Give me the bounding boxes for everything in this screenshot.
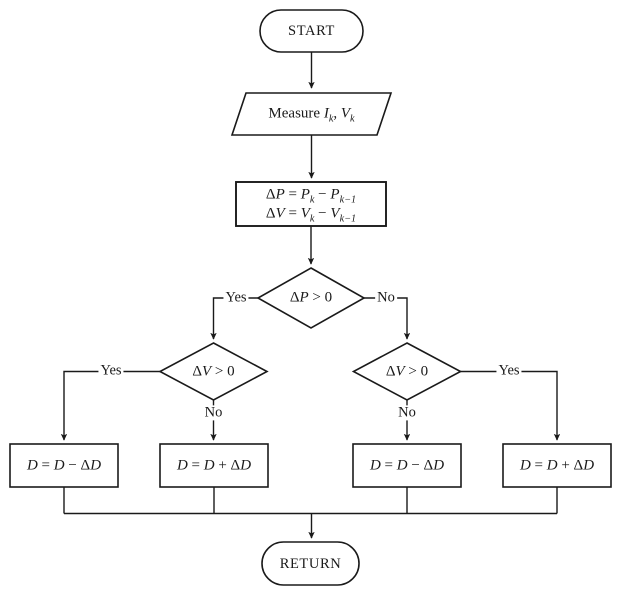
edge-dv-right-yes-to-increase	[460, 370, 561, 441]
delta-update-line1: ΔP = Pk − Pk−1	[265, 186, 357, 206]
measure-label: Measure Ik, Vk	[268, 105, 355, 125]
dv-left-yes-label: Yes	[98, 362, 124, 379]
action-increase-far-right-shape	[502, 443, 612, 488]
edge-dv-left-yes-to-decrease	[60, 370, 160, 441]
decision-dv-left-shape	[158, 342, 269, 401]
return-label: RETURN	[279, 555, 342, 572]
start-node-shape	[259, 9, 364, 53]
delta-update-process-shape	[235, 181, 387, 227]
action-increase-mid-left-shape	[159, 443, 269, 488]
return-node-shape	[261, 541, 360, 586]
dp-no-label: No	[375, 288, 397, 306]
node-shapes	[9, 9, 612, 586]
action-decrease-mid-right-label: D = D − ΔD	[369, 457, 445, 474]
action-decrease-far-left-shape	[9, 443, 119, 488]
dp-yes-label: Yes	[223, 288, 249, 306]
decision-dv-right-label: ΔV > 0	[385, 363, 429, 380]
dv-right-no-label: No	[396, 403, 418, 421]
measure-io-shape	[230, 92, 393, 136]
decision-dp-label: ΔP > 0	[289, 289, 333, 306]
decision-dv-right-shape	[351, 342, 463, 401]
delta-update-line2: ΔV = Vk − Vk−1	[265, 205, 357, 224]
action-decrease-mid-right-shape	[352, 443, 462, 488]
dv-left-no-label: No	[202, 403, 225, 421]
decision-dv-left-label: ΔV > 0	[192, 363, 235, 380]
delta-update-label: ΔP = Pk − Pk−1 ΔV = Vk − Vk−1	[266, 185, 356, 223]
decision-dp-shape	[256, 267, 366, 329]
dv-right-yes-label: Yes	[496, 362, 522, 379]
action-increase-mid-left-label: D = D + ΔD	[176, 457, 252, 474]
action-decrease-far-left-label: D = D − ΔD	[26, 457, 102, 474]
action-increase-far-right-label: D = D + ΔD	[519, 457, 595, 474]
start-label: START	[288, 22, 335, 39]
edges	[60, 52, 561, 539]
